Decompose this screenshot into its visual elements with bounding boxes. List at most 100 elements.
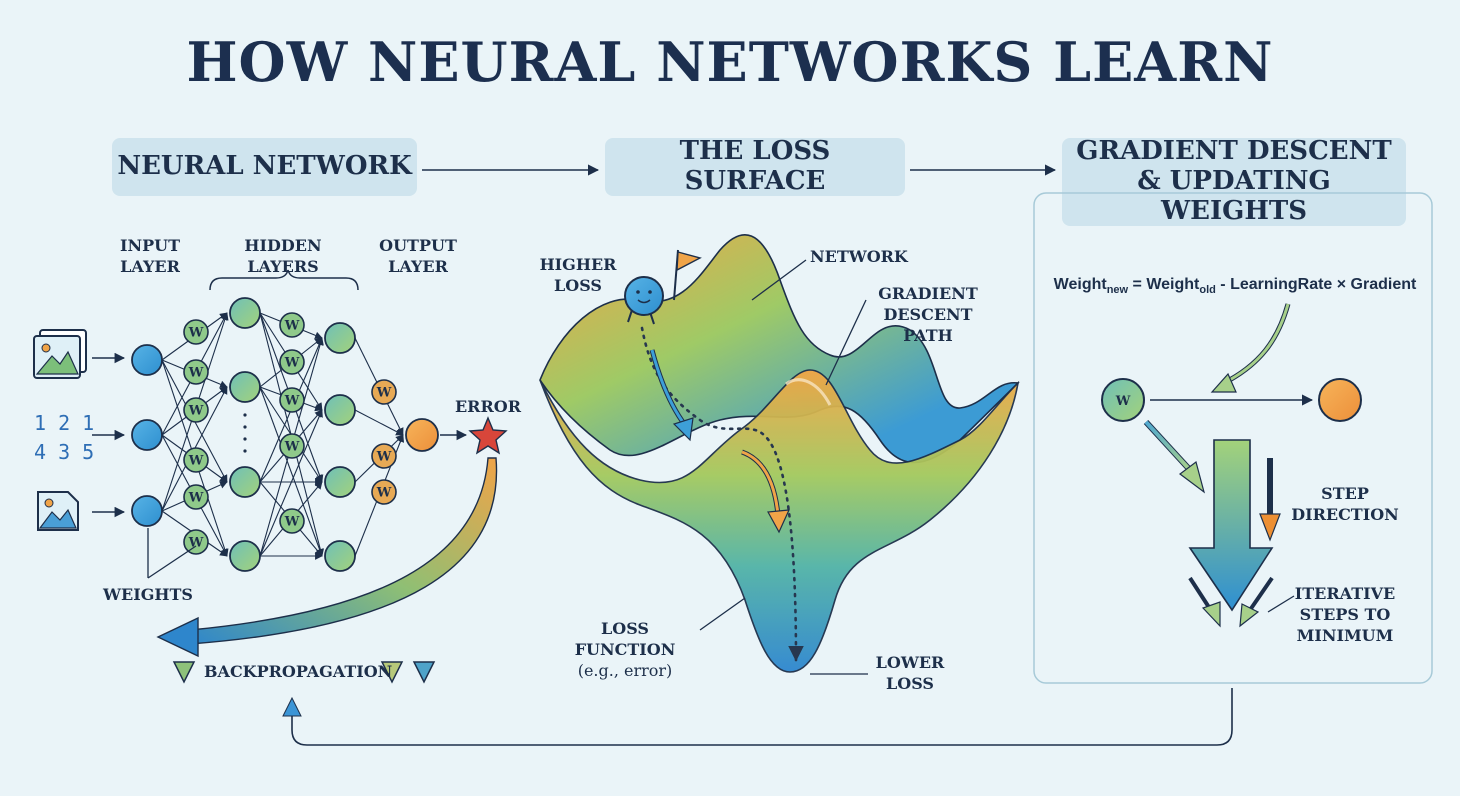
neuron-node <box>131 495 163 527</box>
weights-label: WEIGHTS <box>103 585 193 604</box>
weight-badge-label: W <box>376 450 392 465</box>
feedback-loop-arrowhead <box>282 696 302 717</box>
weight-badge-label: W <box>188 404 204 419</box>
formula-pointer-arrow-fill <box>1221 303 1290 386</box>
page-title: HOW NEURAL NETWORKS LEARN <box>186 30 1274 94</box>
weights-pointer <box>147 528 197 579</box>
weight-badge-circle <box>371 443 397 469</box>
loss-surface-back <box>539 234 1020 464</box>
weight-badge-label: W <box>188 366 204 381</box>
network-edge <box>354 409 404 436</box>
weight-badge-circle <box>279 312 305 338</box>
weight-node-new <box>1318 378 1362 422</box>
input-layer-label: INPUT LAYER <box>120 236 180 276</box>
weight-badge-label: W <box>284 356 300 371</box>
weight-badge-label: W <box>188 326 204 341</box>
descent-arrow-blue-fill <box>650 349 687 426</box>
weight-node-old <box>1101 378 1145 422</box>
weight-badge-circle <box>183 319 209 345</box>
weight-node-old-label: W <box>1115 394 1131 409</box>
hidden-layers-brace <box>209 269 359 291</box>
section-gradient-descent: GRADIENT DESCENT & UPDATING WEIGHTS <box>1062 136 1406 226</box>
weight-badge-label: W <box>188 491 204 506</box>
gradient-descent-path-label: GRADIENT DESCENT PATH <box>878 284 978 345</box>
weight-badge: W <box>279 312 305 338</box>
weight-badge: W <box>371 443 397 469</box>
higher-loss-label: HIGHER LOSS <box>539 255 617 295</box>
hidden-layers-label: HIDDEN LAYERS <box>244 236 322 276</box>
formula-old-subscript: old <box>1199 284 1216 297</box>
weight-badge-circle <box>279 349 305 375</box>
section-gradient-descent-label: GRADIENT DESCENT & UPDATING WEIGHTS <box>1076 136 1392 226</box>
formula-weight-new: Weight <box>1053 276 1107 293</box>
weight-badge-circle <box>371 379 397 405</box>
step-direction-label: STEP DIRECTION <box>1291 484 1399 524</box>
backpropagation-label: BACKPROPAGATION <box>204 662 393 681</box>
neuron-node <box>324 466 356 498</box>
weight-update-formula: Weightnew = Weightold - LearningRate × G… <box>1045 276 1425 296</box>
network-edge <box>259 409 323 557</box>
weight-badge: W <box>183 397 209 423</box>
image-input-icon <box>33 329 87 379</box>
weight-badge: W <box>279 508 305 534</box>
descent-arrow-orange-head <box>767 509 790 534</box>
section-neural-network-label: NEURAL NETWORK <box>117 151 412 182</box>
ball-character-icon <box>624 276 664 325</box>
formula-pointer-arrowhead <box>1210 372 1237 393</box>
weight-badge: W <box>183 484 209 510</box>
neuron-node <box>324 540 356 572</box>
digits-row-2: 4 3 5 <box>34 440 94 464</box>
error-label: ERROR <box>454 397 522 416</box>
backpropagation-arrowhead <box>156 616 199 658</box>
update-panel-frame <box>1033 192 1433 684</box>
network-pointer <box>751 259 807 301</box>
weight-badge-circle <box>183 484 209 510</box>
descent-arrow-blue-head <box>672 417 694 442</box>
formula-new-subscript: new <box>1106 284 1129 297</box>
neuron-node <box>229 297 261 329</box>
weight-badge-circle <box>183 447 209 473</box>
big-descent-arrow <box>1188 439 1274 612</box>
neuron-node <box>131 344 163 376</box>
formula-weight-old: Weight <box>1146 276 1200 293</box>
hidden-layer-ellipsis <box>243 413 247 453</box>
diagonal-step-arrow-fill <box>1144 420 1192 472</box>
loss-function-title: LOSS FUNCTION <box>574 619 676 659</box>
iterative-pointer <box>1267 595 1295 613</box>
weight-badge-circle <box>183 397 209 423</box>
weight-badge: W <box>183 447 209 473</box>
weight-badge-label: W <box>284 394 300 409</box>
loss-surface-ridge <box>785 378 832 406</box>
section-neural-network: NEURAL NETWORK <box>112 138 417 196</box>
neuron-node <box>324 322 356 354</box>
digits-row-1: 1 2 1 <box>34 411 94 435</box>
weight-badge-label: W <box>188 536 204 551</box>
weight-badge-label: W <box>376 386 392 401</box>
weight-badge: W <box>371 479 397 505</box>
weight-badge: W <box>279 387 305 413</box>
iterative-arrow-right-head <box>1239 603 1260 628</box>
backprop-triangle-icon-3 <box>412 661 436 684</box>
weight-badge-circle <box>279 508 305 534</box>
weight-badge-label: W <box>284 515 300 530</box>
backprop-triangle-icon-1 <box>172 661 196 684</box>
formula-equals: = <box>1128 276 1147 293</box>
weight-badge: W <box>183 359 209 385</box>
weight-badge-label: W <box>284 440 300 455</box>
neuron-node <box>229 466 261 498</box>
neuron-node <box>229 371 261 403</box>
weight-badge: W <box>279 433 305 459</box>
loss-function-example: (e.g., error) <box>577 660 673 680</box>
iterative-arrow-left-head <box>1201 601 1221 628</box>
backprop-triangle-icon-2 <box>380 661 404 684</box>
step-direction-arrowhead <box>1259 513 1281 542</box>
weight-badge: W <box>183 319 209 345</box>
section-loss-surface: THE LOSS SURFACE <box>605 136 905 196</box>
weight-badge-circle <box>183 359 209 385</box>
loss-function-label: LOSS FUNCTION (e.g., error) <box>550 619 700 681</box>
weight-badge: W <box>371 379 397 405</box>
lower-loss-label: LOWER LOSS <box>875 653 945 693</box>
descent-path-pointer <box>825 299 867 386</box>
